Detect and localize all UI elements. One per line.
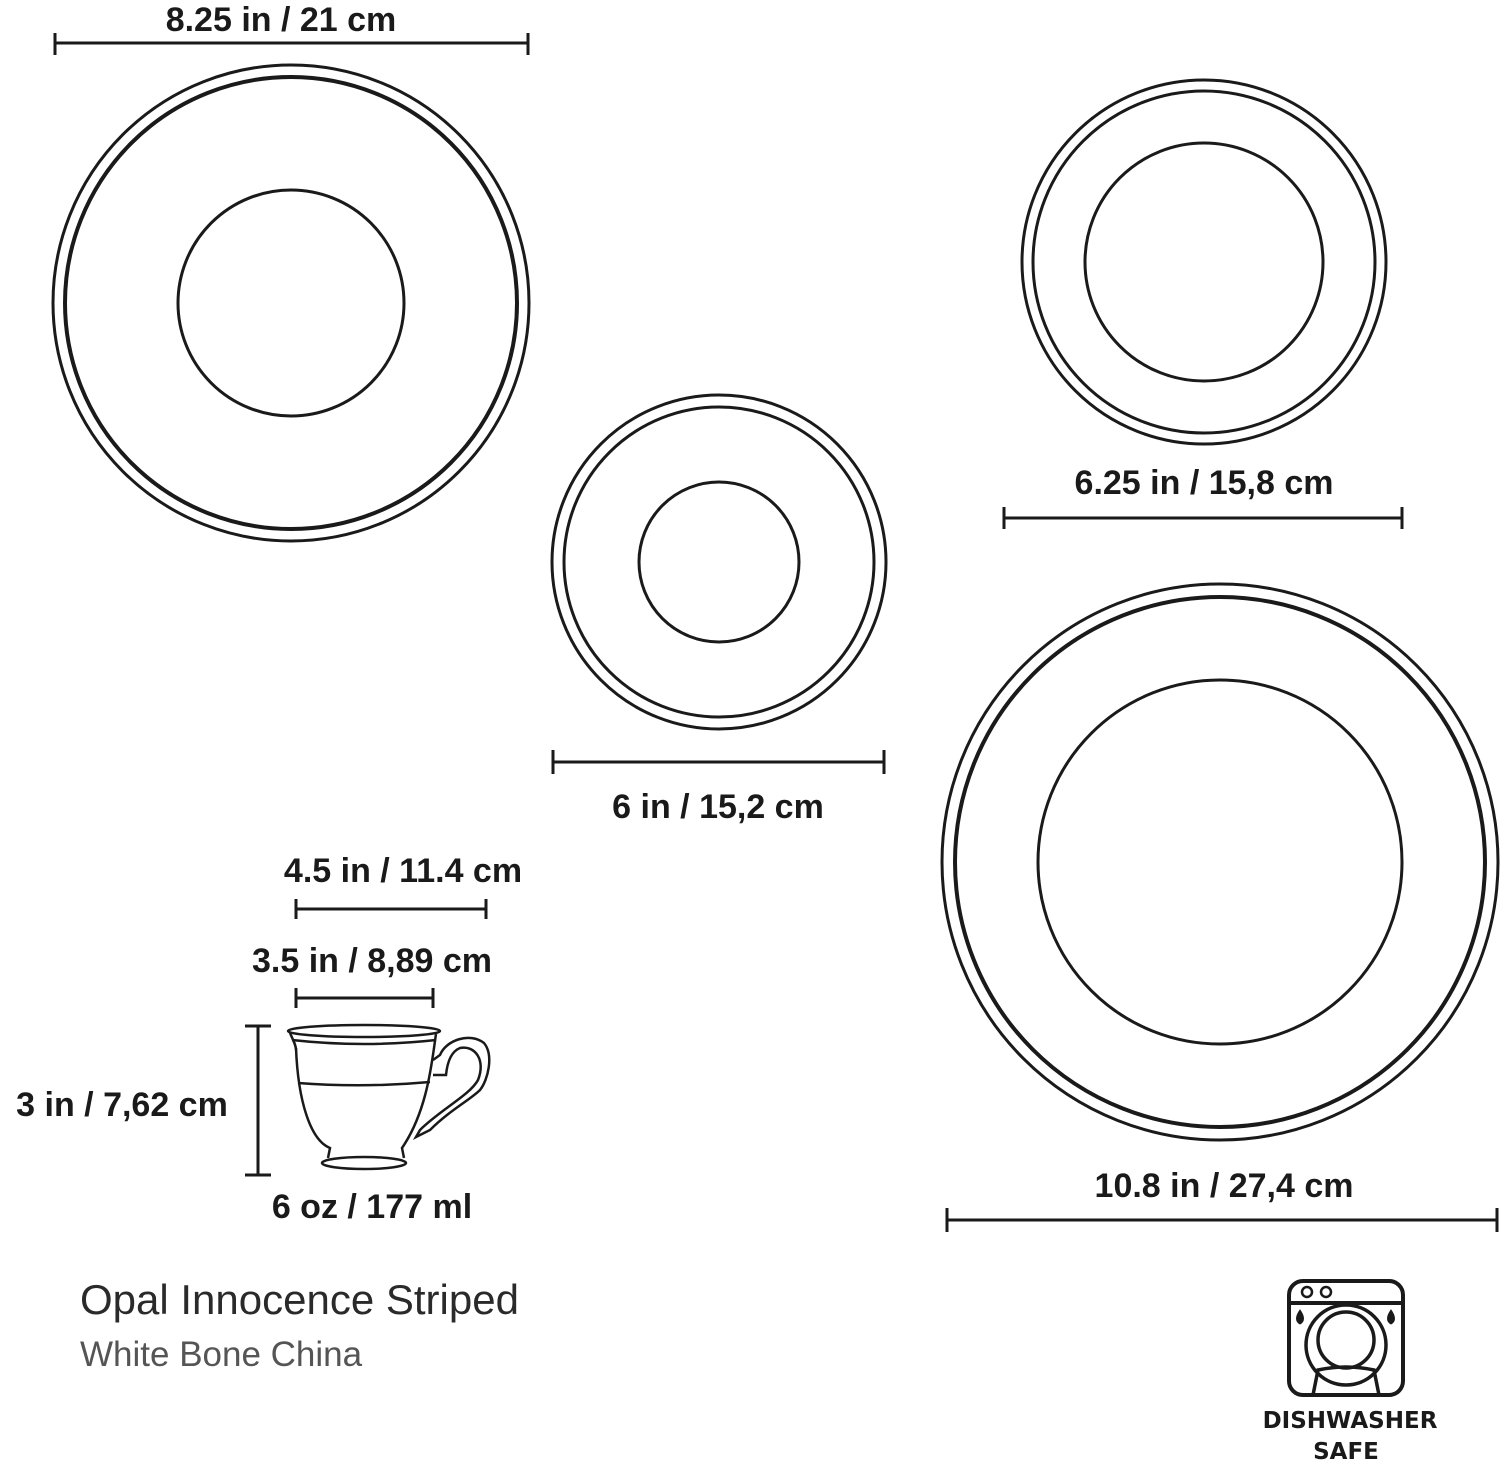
product-name: Opal Innocence Striped (80, 1276, 519, 1323)
dimension-10-8: 10.8 in / 27,4 cm (945, 1167, 1499, 1232)
cup-dimensions: 4.5 in / 11.4 cm 3.5 in / 8,89 cm 3 in /… (16, 852, 522, 1226)
saucer-6-in (550, 393, 888, 731)
dimension-label: 3.5 in / 8,89 cm (252, 942, 492, 980)
badge-line-1: DISHWASHER (1263, 1408, 1438, 1434)
dishwasher-icon (1287, 1279, 1405, 1397)
dimension-6-25: 6.25 in / 15,8 cm (1002, 464, 1404, 529)
dimension-label: 6 oz / 177 ml (272, 1188, 472, 1226)
plate-10-8-in (940, 582, 1500, 1142)
plate-6-25-in (1020, 78, 1388, 446)
dimension-label: 8.25 in / 21 cm (166, 1, 397, 39)
plate-8-25-in (51, 63, 531, 543)
dimension-label: 3 in / 7,62 cm (16, 1086, 228, 1124)
dimension-label: 4.5 in / 11.4 cm (284, 852, 522, 890)
dimension-label: 6 in / 15,2 cm (612, 788, 824, 826)
dimension-label: 10.8 in / 27,4 cm (1095, 1167, 1354, 1205)
dimension-label: 6.25 in / 15,8 cm (1075, 464, 1334, 502)
dimension-6: 6 in / 15,2 cm (551, 750, 886, 826)
dishwasher-safe-badge: DISHWASHER SAFE (1263, 1279, 1438, 1464)
product-material: White Bone China (80, 1335, 363, 1374)
teacup-drawing (286, 1023, 491, 1171)
dimension-8-25: 8.25 in / 21 cm (53, 1, 530, 55)
badge-line-2: SAFE (1313, 1439, 1379, 1464)
